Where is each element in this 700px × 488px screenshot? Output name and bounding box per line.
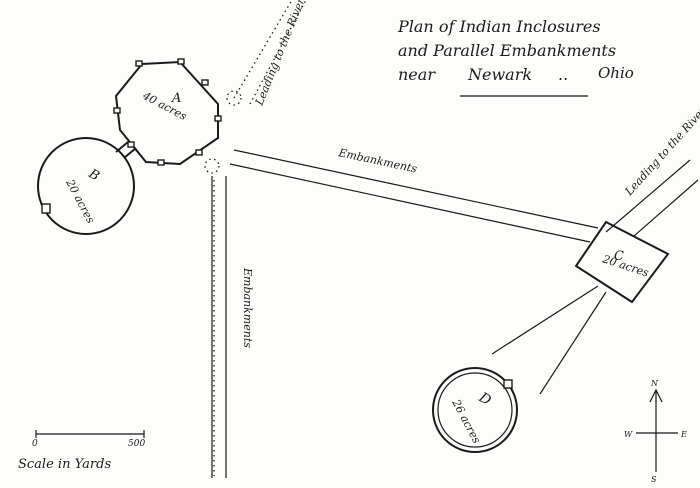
junction-circle-lower [204, 158, 220, 174]
title-separator: .. [558, 65, 568, 84]
compass-w: W [624, 430, 633, 439]
enclosure-c: C 20 acres [574, 220, 670, 304]
enclosure-b-area: 20 acres [63, 176, 97, 225]
enclosure-a-gates [113, 58, 222, 166]
title-line-3-prefix: near [398, 65, 436, 84]
scale-label: Scale in Yards [18, 457, 111, 472]
scale-start: 0 [32, 439, 38, 449]
embankment-c-d-1 [491, 285, 599, 355]
enclosure-d: D 26 acres [432, 367, 518, 453]
embankment-c-d-2 [539, 291, 607, 395]
road-to-river-right: Leading to the River [605, 104, 700, 237]
map-title: Plan of Indian Inclosures and Parallel E… [397, 17, 634, 97]
enclosure-d-letter: D [475, 389, 494, 409]
enclosure-b: B 20 acres [37, 137, 135, 235]
enclosure-c-letter: C [614, 249, 624, 264]
scale-bar: 0 500 Scale in Yards [18, 430, 145, 472]
connector-a-b-2 [123, 147, 137, 159]
title-place: Newark [467, 65, 532, 84]
title-state: Ohio [598, 64, 634, 82]
enclosure-a-letter: A [171, 91, 181, 106]
enclosure-a: A 40 acres [113, 58, 222, 166]
enclosure-b-letter: B [85, 166, 102, 184]
compass-n: N [650, 379, 659, 388]
label-embankments-top: Embankments [336, 146, 418, 176]
enclosure-a-area: 40 acres [140, 89, 189, 123]
compass-s: S [651, 475, 657, 484]
title-line-1: Plan of Indian Inclosures [397, 17, 601, 36]
embankment-vertical: Embankments [211, 176, 254, 478]
label-embankments-vertical: Embankments [241, 267, 254, 348]
junction-circle-upper [226, 90, 242, 106]
compass: N S E W [624, 379, 687, 484]
embankment-to-c: Embankments [229, 146, 599, 243]
title-line-2: and Parallel Embankments [398, 41, 616, 60]
scale-end: 500 [128, 439, 145, 449]
road-to-river-left: Leading to the River [233, 0, 308, 108]
enclosure-c-area: 20 acres [600, 252, 651, 279]
compass-e: E [680, 430, 687, 439]
